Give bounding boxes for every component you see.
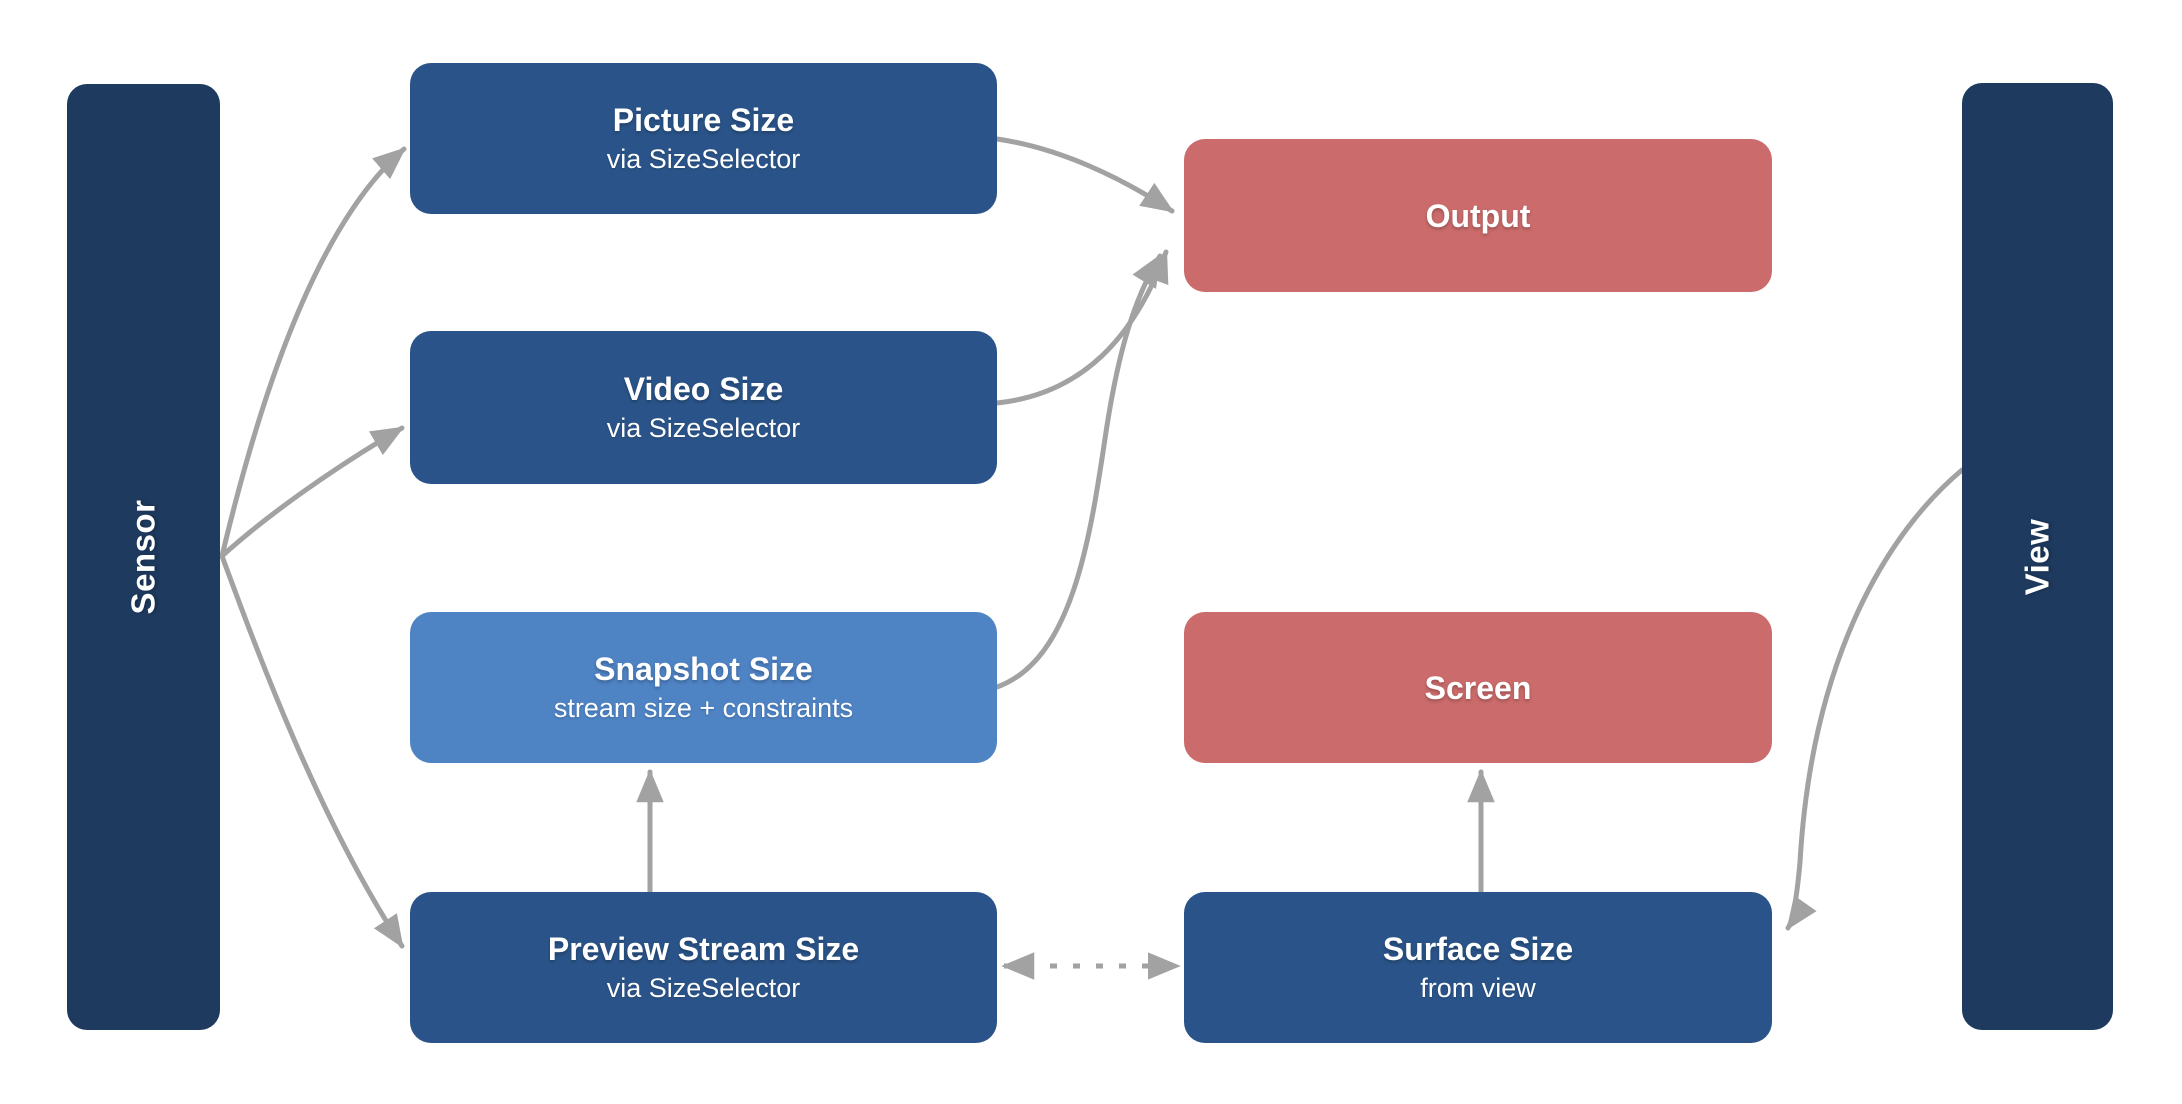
node-preview-stream-size-subtitle: via SizeSelector (606, 972, 801, 1003)
edge-video-to-output (994, 249, 1169, 406)
rail-sensor-label: Sensor (124, 499, 162, 615)
node-snapshot-size: Snapshot Size stream size + constraints (410, 612, 997, 763)
rail-sensor: Sensor (67, 84, 220, 1030)
edge-sensor-to-video (219, 425, 405, 559)
node-video-size-subtitle: via SizeSelector (606, 412, 801, 443)
edge-snapshot-to-output (994, 253, 1163, 690)
node-picture-size: Picture Size via SizeSelector (410, 63, 997, 214)
node-video-size: Video Size via SizeSelector (410, 331, 997, 484)
node-surface-size-subtitle: from view (1420, 972, 1536, 1003)
node-output: Output (1184, 139, 1772, 292)
node-preview-stream-size: Preview Stream Size via SizeSelector (410, 892, 997, 1043)
rail-view-label: View (2018, 518, 2056, 595)
edge-sensor-to-picture (219, 146, 407, 559)
node-surface-size: Surface Size from view (1184, 892, 1772, 1043)
node-video-size-title: Video Size (623, 370, 784, 407)
edge-picture-to-output (994, 136, 1175, 214)
node-screen: Screen (1184, 612, 1772, 763)
node-preview-stream-size-title: Preview Stream Size (547, 930, 860, 967)
node-picture-size-title: Picture Size (612, 101, 795, 138)
node-snapshot-size-title: Snapshot Size (594, 650, 813, 687)
edge-view-to-surface (1785, 467, 1965, 931)
node-screen-title: Screen (1424, 669, 1532, 706)
rail-view: View (1962, 83, 2113, 1030)
node-picture-size-subtitle: via SizeSelector (606, 143, 801, 174)
node-output-title: Output (1425, 197, 1531, 234)
edge-sensor-to-preview (219, 553, 405, 949)
node-snapshot-size-subtitle: stream size + constraints (553, 692, 854, 723)
node-surface-size-title: Surface Size (1382, 930, 1574, 967)
